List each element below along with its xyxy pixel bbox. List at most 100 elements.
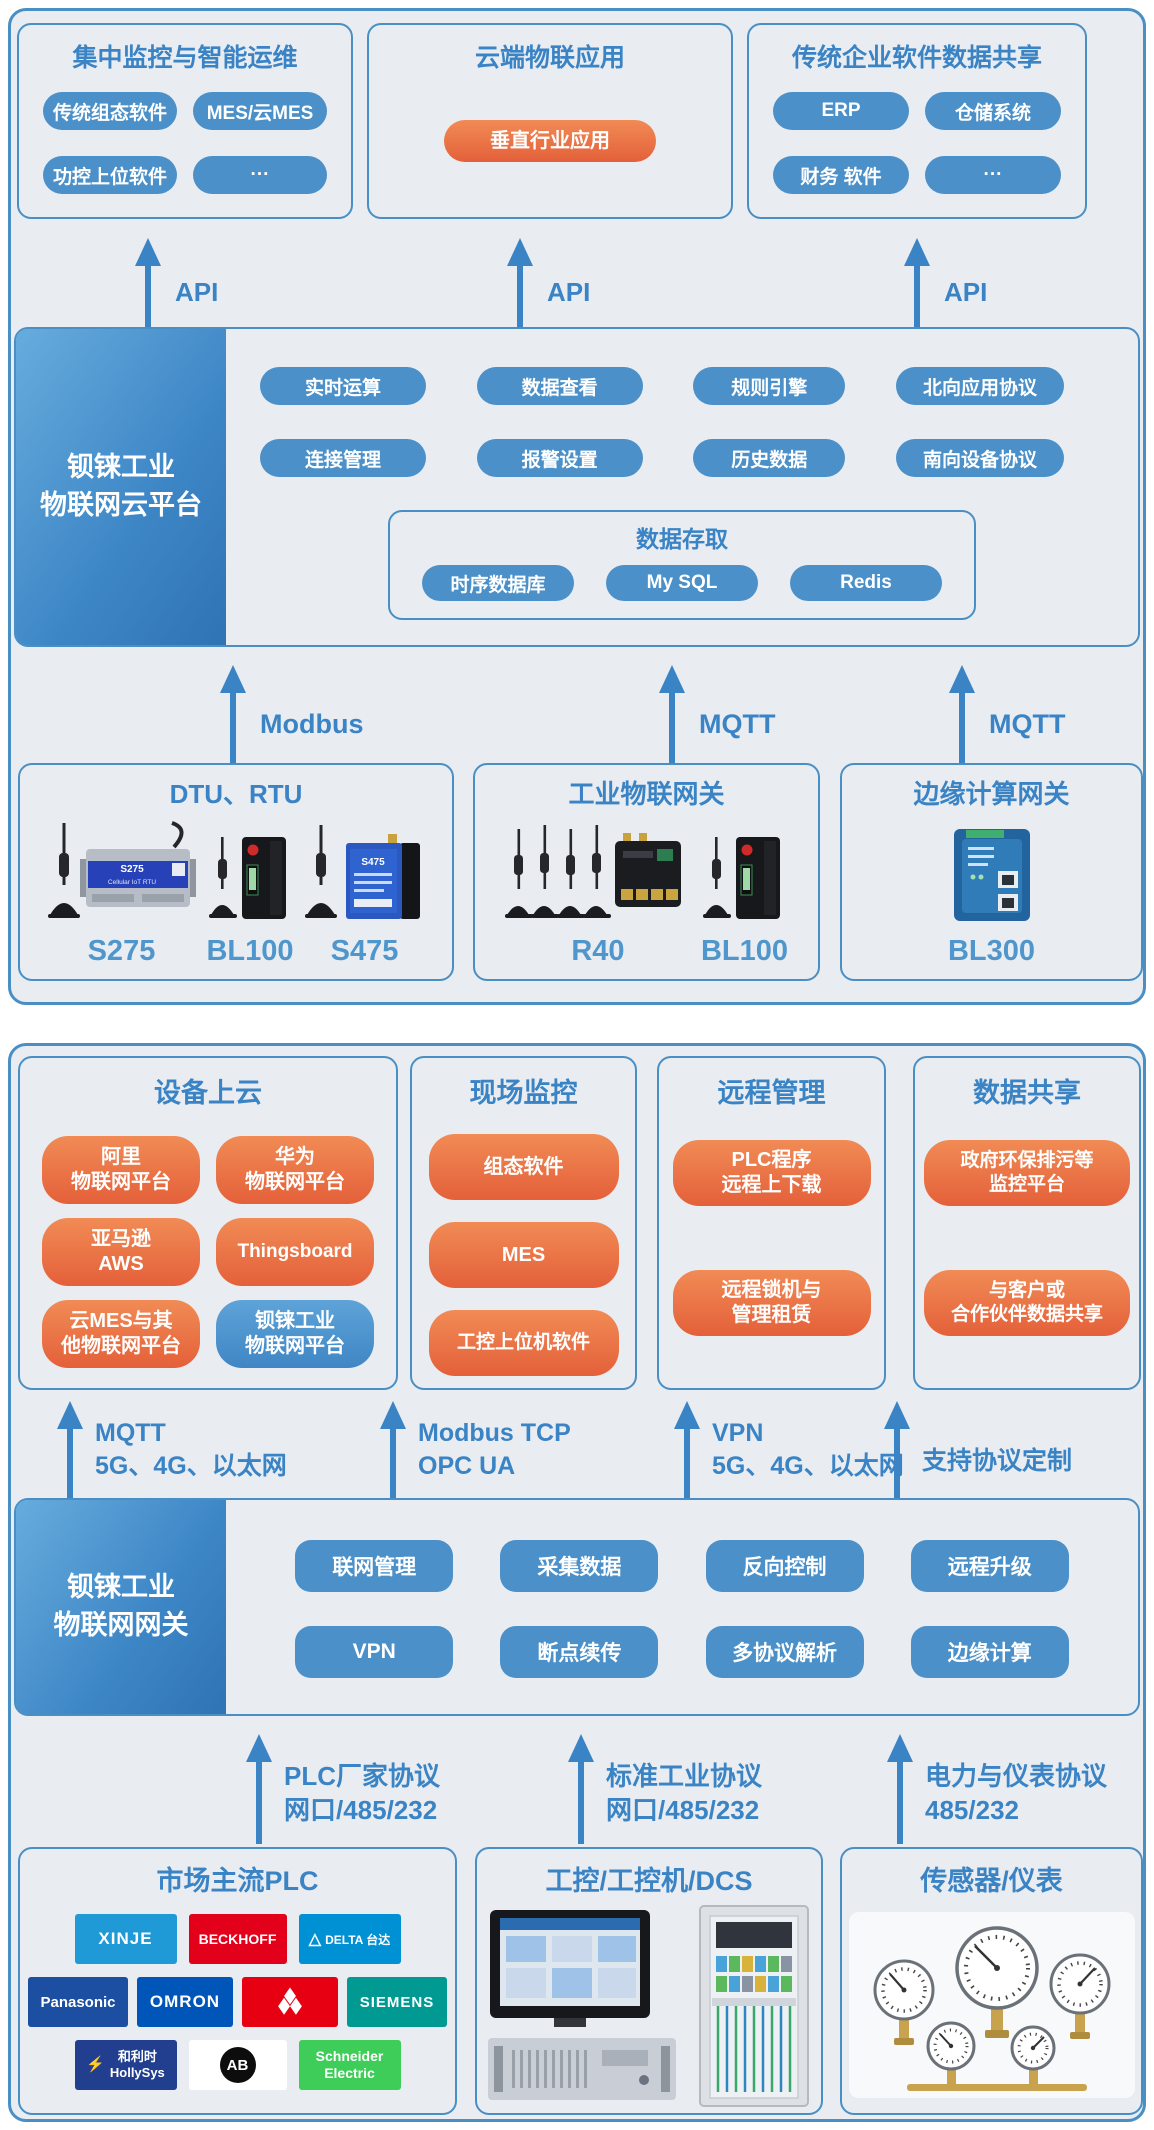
feature-pill: 与客户或 合作伙伴数据共享 <box>924 1270 1130 1336</box>
feature-pill: 采集数据 <box>500 1540 659 1592</box>
feature-pill: 北向应用协议 <box>895 367 1064 405</box>
arrow-label: PLC厂家协议 网口/485/232 <box>284 1761 441 1825</box>
device-caption: R40 <box>571 935 625 967</box>
mqtt-arrow-group: MQTT <box>949 665 1065 763</box>
arrow-label: API <box>944 277 988 307</box>
box-title: DTU、RTU <box>169 779 303 809</box>
iot-cloud-platform-block: 钡铼工业 物联网云平台 实时运算 数据查看 规则引擎 北向应用协议 连接管理 报… <box>14 327 1140 647</box>
cloud-iot-app-box: 云端物联应用 垂直行业应用 <box>367 23 733 219</box>
device-bl100: BL100 <box>206 815 294 968</box>
cloud-architecture-panel: 集中监控与智能运维 传统组态软件 MES/云MES 功控上位软件 ··· 云端物… <box>8 8 1146 1005</box>
vpn-arrow-group: VPN 5G、4G、以太网 <box>674 1401 904 1498</box>
box-title: 现场监控 <box>469 1078 578 1108</box>
brand-logo-omron: OMRON <box>137 1977 233 2027</box>
feature-pill: 时序数据库 <box>422 565 574 601</box>
mqtt-arrow-group: MQTT <box>659 665 775 763</box>
arrow-label: MQTT <box>699 709 776 739</box>
feature-pill: 远程升级 <box>910 1540 1069 1592</box>
mitsubishi-diamonds-icon <box>278 1987 302 2015</box>
industrial-computers-photo <box>488 1905 809 2107</box>
feature-pill: 远程锁机与 管理租赁 <box>672 1270 871 1336</box>
brand-logo-hollysys: ⚡ 和利时 HollySys <box>74 2040 177 2090</box>
brand-logo-panasonic: Panasonic <box>28 1977 128 2027</box>
svg-text:S275: S275 <box>121 864 145 875</box>
feature-pill: 财务 软件 <box>773 156 909 194</box>
arrow-up-icon <box>659 665 685 763</box>
feature-pill: 报警设置 <box>476 439 643 477</box>
sensors-meters-box: 传感器/仪表 <box>840 1847 1143 2115</box>
box-title: 传统企业软件数据共享 <box>791 44 1042 72</box>
platform-pill: 钡铼工业 物联网平台 <box>216 1300 374 1368</box>
feature-pill: 多协议解析 <box>705 1626 864 1678</box>
field-monitoring-box: 现场监控 组态软件 MES 工控上位机软件 <box>410 1056 637 1390</box>
box-title: 集中监控与智能运维 <box>72 44 298 72</box>
industrial-protocol-arrow-group: 标准工业协议 网口/485/232 <box>568 1734 762 1844</box>
arrow-label: Modbus TCP OPC UA <box>418 1419 571 1480</box>
ipc-dcs-box: 工控/工控机/DCS <box>475 1847 823 2115</box>
plc-protocol-arrow-group: PLC厂家协议 网口/485/232 <box>246 1734 440 1844</box>
platform-pill: 华为 物联网平台 <box>216 1136 374 1204</box>
cloud-platform-name: 钡铼工业 物联网云平台 <box>16 329 226 645</box>
device-bl100: BL100 <box>701 815 788 968</box>
api-arrow-group: API <box>507 238 590 327</box>
feature-pill: 南向设备协议 <box>895 439 1064 477</box>
arrow-up-icon <box>884 1401 910 1498</box>
modbus-arrow-group: Modbus <box>220 665 363 763</box>
meter-protocol-arrow-group: 电力与仪表协议 485/232 <box>887 1734 1107 1844</box>
feature-pill: 工控上位机软件 <box>428 1310 619 1376</box>
modbus-tcp-arrow-group: Modbus TCP OPC UA <box>380 1401 571 1498</box>
edge-computing-gateway-box: 边缘计算网关 BL300 <box>840 763 1143 981</box>
brand-logo-schneider: Schneider Electric <box>298 2040 401 2090</box>
box-title: 工业物联网关 <box>568 779 725 809</box>
gateway-name: 钡铼工业 物联网网关 <box>16 1500 226 1714</box>
central-monitoring-box: 集中监控与智能运维 传统组态软件 MES/云MES 功控上位软件 ··· <box>17 23 353 219</box>
platform-pill: 阿里 物联网平台 <box>42 1136 200 1204</box>
arrow-label: API <box>547 277 591 307</box>
pill-grid: 传统组态软件 MES/云MES 功控上位软件 ··· <box>19 92 351 194</box>
iot-gateway-block: 钡铼工业 物联网网关 联网管理 采集数据 反向控制 远程升级 VPN 断点续传 … <box>14 1498 1140 1716</box>
feature-pill: Redis <box>790 565 942 601</box>
box-title: 边缘计算网关 <box>913 779 1070 809</box>
data-storage-box: 数据存取 时序数据库 My SQL Redis <box>388 510 976 620</box>
arrow-up-icon <box>380 1401 406 1498</box>
box-title: 工控/工控机/DCS <box>545 1866 753 1896</box>
gateway-features: 联网管理 采集数据 反向控制 远程升级 VPN 断点续传 多协议解析 边缘计算 <box>226 1500 1138 1714</box>
device-caption: S475 <box>330 935 399 967</box>
feature-pill: 历史数据 <box>693 439 846 477</box>
device-bl300: BL300 <box>932 815 1052 968</box>
arrow-up-icon <box>135 238 161 327</box>
box-title: 数据共享 <box>973 1078 1081 1108</box>
pressure-gauges-photo <box>848 1912 1135 2098</box>
remote-management-box: 远程管理 PLC程序 远程上下载 远程锁机与 管理租赁 <box>657 1056 886 1390</box>
feature-pill: 联网管理 <box>295 1540 454 1592</box>
arrow-label: 支持协议定制 <box>922 1447 1073 1475</box>
device-photo-s475: S475 <box>304 825 420 919</box>
feature-pill: MES/云MES <box>193 92 327 130</box>
feature-pill: PLC程序 远程上下载 <box>672 1140 871 1206</box>
device-caption: BL100 <box>206 935 294 967</box>
ellipsis-pill: ··· <box>925 156 1061 194</box>
brand-logo-xinje: XINJE <box>74 1914 177 1964</box>
gateway-architecture-panel: 设备上云 阿里 物联网平台 华为 物联网平台 亚马逊 AWS Thingsboa… <box>8 1043 1146 2122</box>
device-photo-s275: S275 Cellular IoT RTU <box>48 821 197 918</box>
industrial-iot-gateway-box: 工业物联网关 <box>473 763 820 981</box>
feature-pill: My SQL <box>606 565 758 601</box>
arrow-label: 标准工业协议 网口/485/232 <box>606 1761 763 1825</box>
device-r40: R40 <box>504 815 691 968</box>
feature-pill: 边缘计算 <box>910 1626 1069 1678</box>
delta-triangle-icon: △ <box>308 1931 322 1948</box>
arrow-label: Modbus <box>260 709 364 739</box>
feature-pill: ERP <box>773 92 909 130</box>
device-photo-bl100 <box>208 837 286 919</box>
box-title: 市场主流PLC <box>156 1866 319 1896</box>
arrow-up-icon <box>57 1401 83 1498</box>
arrow-label: API <box>175 277 219 307</box>
arrow-up-icon <box>949 665 975 763</box>
arrow-up-icon <box>887 1734 913 1844</box>
device-photo-bl300 <box>953 829 1030 921</box>
feature-pill: 仓储系统 <box>925 92 1061 130</box>
device-photo-bl100 <box>703 837 781 919</box>
box-title: 传感器/仪表 <box>920 1866 1063 1896</box>
feature-pill: VPN <box>295 1626 454 1678</box>
mqtt-uplink-arrow-group: MQTT 5G、4G、以太网 <box>57 1401 287 1498</box>
